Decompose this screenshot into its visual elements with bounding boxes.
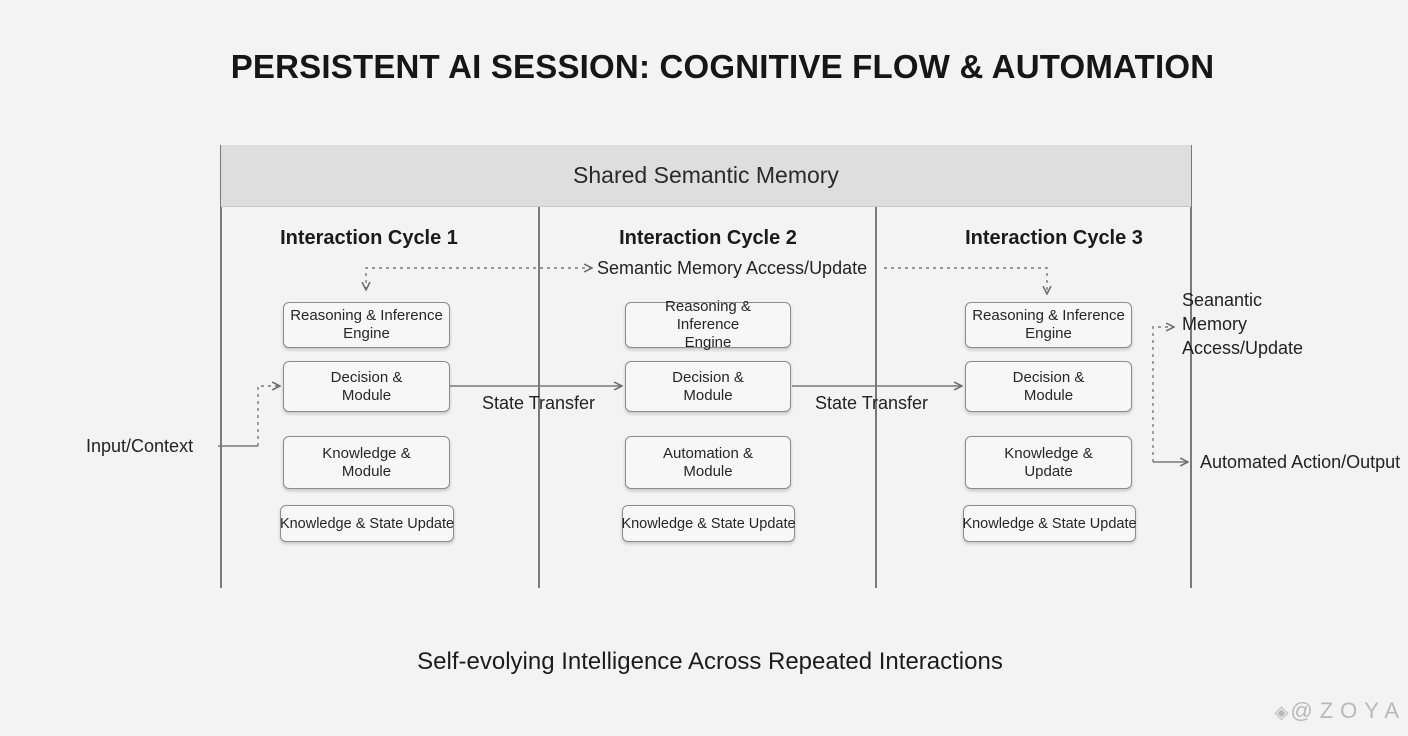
diagram-subtitle: Self-evolying Intelligence Across Repeat… — [417, 648, 1003, 675]
cycle-1-decision-box: Decision & Module — [283, 361, 450, 412]
cycle-3-reasoning-box: Reasoning & Inference Engine — [965, 302, 1132, 348]
cycle-1-title: Interaction Cycle 1 — [280, 227, 458, 249]
memory-access-dotted-left — [366, 268, 592, 290]
cycle-1-state-update-box: Knowledge & State Update — [280, 505, 454, 542]
cycle-2-title: Interaction Cycle 2 — [619, 227, 797, 249]
right-memory-dotted — [1152, 327, 1174, 462]
frame-left-line — [220, 145, 222, 588]
right-memory-label: Seanantic Memory Access/Update — [1182, 290, 1304, 358]
cycle-1-knowledge-box: Knowledge & Module — [283, 436, 450, 489]
memory-access-label: Semantic Memory Access/Update — [597, 258, 868, 278]
state-transfer-label-1: State Transfer — [482, 393, 596, 413]
cycle-2-reasoning-box: Reasoning & Inference Engine — [625, 298, 791, 351]
diagram-title: PERSISTENT AI SESSION: COGNITIVE FLOW & … — [230, 48, 1215, 85]
cycle-divider-1 — [538, 206, 540, 588]
watermark: ◈@ZOYA — [1275, 698, 1406, 724]
cycle-2-decision-box: Decision & Module — [625, 361, 791, 412]
cycle-1-reasoning-box: Reasoning & Inference Engine — [283, 302, 450, 348]
watermark-logo-icon: ◈ — [1274, 702, 1289, 722]
automated-output-label: Automated Action/Output — [1200, 452, 1401, 472]
cycle-3-state-update-box: Knowledge & State Update — [962, 505, 1137, 542]
cycle-3-decision-box: Decision & Module — [965, 361, 1132, 412]
input-dotted-up — [257, 386, 280, 446]
cycle-2-automation-box: Automation & Module — [625, 436, 791, 489]
input-context-label: Input/Context — [86, 436, 194, 456]
shared-memory-band: Shared Semantic Memory — [221, 145, 1191, 207]
frame-right-line — [1190, 145, 1192, 588]
memory-access-dotted-right — [884, 267, 1047, 294]
cycle-3-title: Interaction Cycle 3 — [965, 227, 1143, 249]
cycle-3-knowledge-box: Knowledge & Update — [965, 436, 1132, 489]
state-transfer-label-2: State Transfer — [815, 393, 929, 413]
cycle-divider-2 — [875, 206, 877, 588]
cycle-2-state-update-box: Knowledge & State Update — [621, 505, 796, 542]
watermark-text: @ZOYA — [1290, 698, 1406, 723]
